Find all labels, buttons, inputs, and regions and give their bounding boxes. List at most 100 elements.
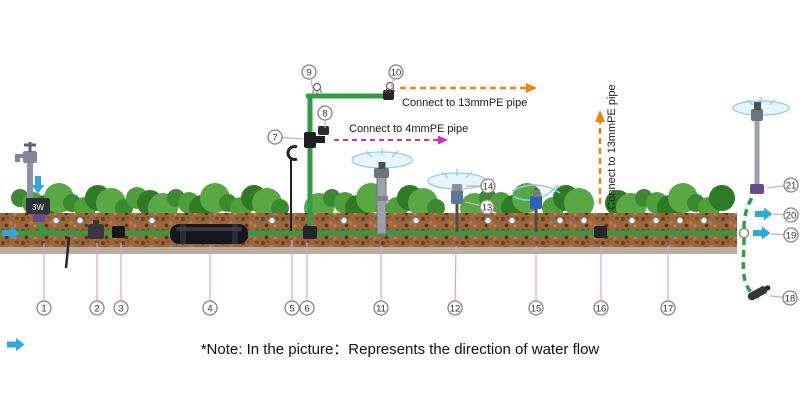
callout-11: 11 <box>373 246 389 316</box>
svg-text:3: 3 <box>118 303 123 314</box>
callout-3: 3 <box>113 243 129 316</box>
tee-fitting <box>303 226 317 239</box>
callout-8: 8 <box>317 105 333 128</box>
tap-spout <box>15 154 23 162</box>
callout-14: 14 <box>466 178 496 194</box>
cross-fitting <box>304 132 316 148</box>
impact-body <box>530 196 542 209</box>
sprinkler-riser <box>376 175 387 235</box>
callout-20: 20 <box>772 207 799 223</box>
svg-text:11: 11 <box>376 303 386 314</box>
annotation-connect-4mmpe: Connect to 4mmPE pipe <box>349 123 469 135</box>
water-source-assembly: 3W <box>15 142 54 235</box>
sprinkler-head <box>374 168 389 178</box>
callout-18: 18 <box>769 290 798 306</box>
callout-6: 6 <box>299 243 315 316</box>
flow-arrow-branch-icon-lower <box>753 226 771 240</box>
end-fitting <box>383 90 394 100</box>
svg-text:15: 15 <box>531 303 542 314</box>
sprayer-head <box>452 184 462 191</box>
timer-box <box>26 198 50 214</box>
flow-arrow-icon <box>7 338 25 351</box>
svg-text:16: 16 <box>596 303 607 314</box>
flow-arrow-down-icon <box>31 176 45 194</box>
svg-text:19: 19 <box>786 230 797 241</box>
svg-text:5: 5 <box>289 303 294 314</box>
tap-pipe <box>27 162 33 200</box>
popup-sprinkler <box>351 148 413 235</box>
sprinkler-nozzle <box>378 162 386 169</box>
callout-2: 2 <box>89 243 105 316</box>
dripper-row <box>52 216 708 228</box>
svg-text:6: 6 <box>304 303 309 314</box>
branch-fitting <box>594 226 607 238</box>
right-base-fitting <box>750 184 764 194</box>
pe13-dashed-arrow-vertical <box>594 110 607 238</box>
filter-ring-left <box>180 224 186 244</box>
svg-text:8: 8 <box>322 108 327 119</box>
flow-arrow-branch-icon-upper <box>755 207 773 221</box>
impact-sprinkler <box>511 184 561 232</box>
ground-stake <box>64 236 71 269</box>
end-branch-assembly <box>732 97 790 301</box>
riser-manifold <box>303 90 394 239</box>
soil-bed <box>0 213 737 247</box>
svg-text:20: 20 <box>786 210 797 221</box>
hedge <box>11 183 735 223</box>
svg-text:17: 17 <box>663 303 674 314</box>
end-micro-sprinkler <box>747 285 771 301</box>
callout-9: 9 <box>301 64 317 90</box>
pe13-dashed-arrow-top <box>400 83 537 93</box>
timer-label: 3W <box>32 203 44 212</box>
filter-highlight <box>176 227 242 231</box>
dashed-branch-up <box>742 195 755 229</box>
svg-text:1: 1 <box>41 303 46 314</box>
source-pipe-curve <box>37 221 54 235</box>
svg-text:2: 2 <box>94 303 99 314</box>
impact-neck <box>533 190 540 197</box>
clip-hook <box>286 145 298 161</box>
svg-text:12: 12 <box>450 303 461 314</box>
note-suffix: Represents the direction of water flow <box>348 341 600 358</box>
callout-1: 1 <box>36 243 52 316</box>
annotation-connect-13mmpe-top: Connect to 13mmPE pipe <box>402 97 528 109</box>
branch-tee <box>738 227 750 239</box>
barb-connector <box>318 126 329 135</box>
filter <box>170 224 248 244</box>
filter-ring-right <box>232 224 238 244</box>
callout-17: 17 <box>660 246 676 316</box>
svg-text:13: 13 <box>482 202 493 213</box>
inline-valve <box>88 224 104 239</box>
callout-12: 12 <box>447 245 463 316</box>
callout-10: 10 <box>388 64 404 88</box>
callout-5: 5 <box>284 240 300 316</box>
svg-text:9: 9 <box>306 67 311 78</box>
dashed-branch-down <box>741 237 760 299</box>
valve-fittings <box>88 220 125 239</box>
spin-stroke <box>511 184 561 194</box>
svg-text:21: 21 <box>786 180 797 191</box>
barb-outlet <box>316 136 325 143</box>
annotation-connect-13mmpe-vertical: Connect to 13mmPE pipe <box>606 84 618 210</box>
callout-19: 19 <box>770 227 799 243</box>
pipe-connector <box>112 226 125 238</box>
callout-7: 7 <box>267 129 304 145</box>
right-sprinkler-head <box>751 109 763 121</box>
pe4-dashed-arrow <box>334 135 448 145</box>
note-prefix: *Note: In the picture： <box>200 341 349 358</box>
micro-sprinkler-icon-9 <box>312 82 322 94</box>
svg-text:10: 10 <box>391 67 402 78</box>
valve-knob <box>93 220 99 225</box>
note: *Note: In the picture：Represents the dir… <box>0 338 800 359</box>
callout-15: 15 <box>528 246 544 316</box>
callout-13: 13 <box>464 199 495 215</box>
tap-body <box>23 151 37 163</box>
pipe-stake-clip <box>286 145 298 231</box>
callout-16: 16 <box>593 246 609 316</box>
callout-4: 4 <box>202 246 218 316</box>
ground-strip <box>0 247 737 254</box>
svg-text:7: 7 <box>272 132 277 143</box>
